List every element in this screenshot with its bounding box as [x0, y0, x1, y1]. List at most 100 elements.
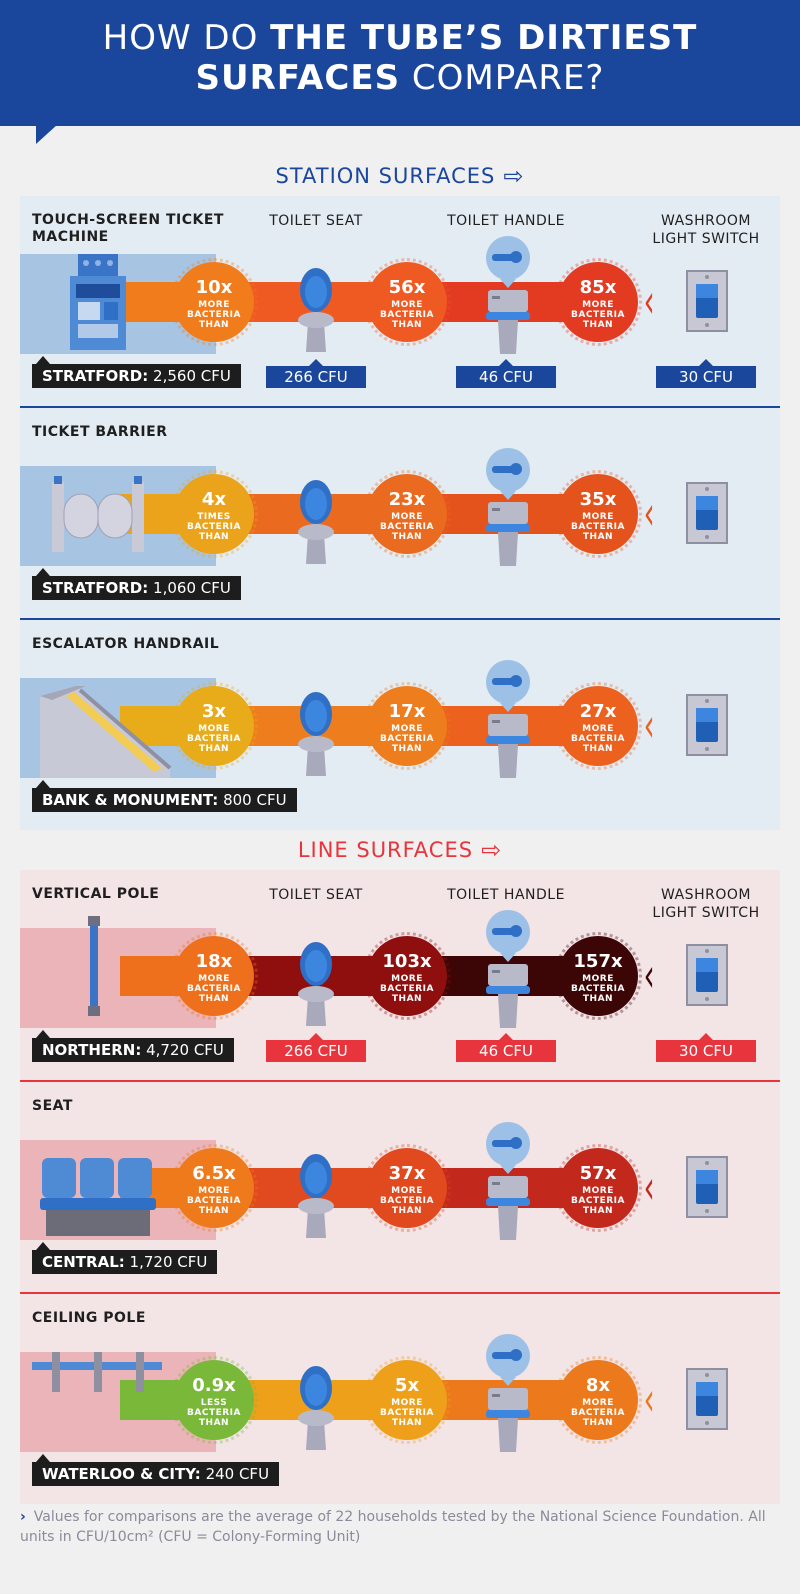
caption-line: BACTERIA [380, 1408, 434, 1418]
tag-notch [499, 1033, 513, 1040]
caption-line: THAN [582, 1206, 614, 1216]
light-switch-icon [686, 1368, 728, 1434]
toilet-handle-icon [484, 660, 532, 784]
caption-line: MORE [198, 974, 230, 984]
multiplier-value: 23x [388, 489, 426, 510]
row-separator [20, 1080, 780, 1082]
location-name: WATERLOO & CITY: [42, 1465, 201, 1483]
badge-ring [554, 1144, 642, 1232]
title-line-1: HOW DO THE TUBE’S DIRTIEST [0, 18, 800, 58]
cfu-tag-light-switch: 30 CFU [656, 359, 756, 388]
caption-line: BACTERIA [380, 310, 434, 320]
chevron-left-icon: ‹ [643, 274, 655, 328]
tag-notch [309, 1033, 323, 1040]
chevron-left-icon: ‹ [643, 1372, 655, 1426]
badge-ring [363, 1356, 451, 1444]
badge-ring [554, 1356, 642, 1444]
footnote-text: Values for comparisons are the average o… [20, 1509, 766, 1545]
multiplier-value: 37x [388, 1163, 426, 1184]
caption-line: THAN [391, 994, 423, 1004]
location-cfu-tag: BANK & MONUMENT: 800 CFU [32, 780, 297, 812]
light-switch-icon [686, 482, 728, 548]
surface-label: SEAT [32, 1098, 73, 1114]
caption-line: BACTERIA [187, 984, 241, 994]
caption-line: MORE [391, 1398, 423, 1408]
multiplier-value: 5x [394, 1375, 420, 1396]
multiplier-value: 10x [195, 277, 233, 298]
location-name: BANK & MONUMENT: [42, 791, 219, 809]
badge-ring [363, 470, 451, 558]
caption-line: MORE [198, 300, 230, 310]
caption-line: MORE [582, 300, 614, 310]
caption-line: MORE [198, 1186, 230, 1196]
multiplier-value: 0.9x [192, 1375, 236, 1396]
cfu-value: 266 CFU [284, 368, 348, 386]
caption-line: MORE [582, 1186, 614, 1196]
caption-line: THAN [391, 320, 423, 330]
multiplier-value: 17x [388, 701, 426, 722]
chevron-left-icon: ‹ [643, 486, 655, 540]
toilet-seat-icon [296, 478, 336, 570]
location-cfu-tag: NORTHERN: 4,720 CFU [32, 1030, 234, 1062]
surface-label: VERTICAL POLE [32, 886, 160, 902]
multiplier-value: 157x [573, 951, 623, 972]
cfu-value: 30 CFU [679, 1042, 733, 1060]
caption-line: MORE [391, 1186, 423, 1196]
light-switch-icon [686, 1156, 728, 1222]
badge-ring [363, 1144, 451, 1232]
caption-line: THAN [391, 744, 423, 754]
toilet-seat-icon [296, 266, 336, 358]
badge-ring [170, 1144, 258, 1232]
caption-line: TIMES [197, 512, 231, 522]
surface-label: CEILING POLE [32, 1310, 146, 1326]
caption-line: THAN [582, 994, 614, 1004]
line_section-heading: LINE SURFACES⇨ [0, 836, 800, 864]
caption-line: THAN [198, 1206, 230, 1216]
caption-line: MORE [198, 724, 230, 734]
tag-notch [309, 359, 323, 366]
location-cfu-value: 800 CFU [223, 791, 287, 809]
tag-notch [699, 359, 713, 366]
caption-line: BACTERIA [380, 1196, 434, 1206]
caption-line: MORE [391, 512, 423, 522]
badge-ring [554, 258, 642, 346]
cfu-tag-toilet-handle: 46 CFU [456, 359, 556, 388]
caption-line: BACTERIA [187, 1196, 241, 1206]
line_section-heading-text: LINE SURFACES [297, 838, 474, 862]
location-cfu-tag: CENTRAL: 1,720 CFU [32, 1242, 218, 1274]
caption-line: THAN [198, 320, 230, 330]
ticket-barrier-icon [48, 476, 148, 560]
caption-line: BACTERIA [187, 734, 241, 744]
cfu-value: 46 CFU [479, 368, 533, 386]
caption-line: THAN [198, 1418, 230, 1428]
location-cfu-tag: STRATFORD: 2,560 CFU [32, 356, 241, 388]
multiplier-value: 6.5x [192, 1163, 236, 1184]
toilet-handle-icon [484, 448, 532, 572]
location-cfu-value: 1,060 CFU [153, 579, 231, 597]
vertical-pole-icon [84, 916, 104, 1020]
surface-label: TOUCH-SCREEN TICKET MACHINE [32, 212, 224, 245]
ceiling-pole-icon [32, 1348, 162, 1402]
location-name: STRATFORD: [42, 579, 149, 597]
caption-line: THAN [198, 744, 230, 754]
tag-notch [36, 780, 50, 788]
caption-line: BACTERIA [380, 734, 434, 744]
caption-line: LESS [200, 1398, 228, 1408]
column-head-light-switch: WASHROOM LIGHT SWITCH [652, 213, 760, 247]
multiplier-value: 4x [201, 489, 227, 510]
light-switch-icon [686, 944, 728, 1010]
toilet-handle-icon [484, 236, 532, 360]
